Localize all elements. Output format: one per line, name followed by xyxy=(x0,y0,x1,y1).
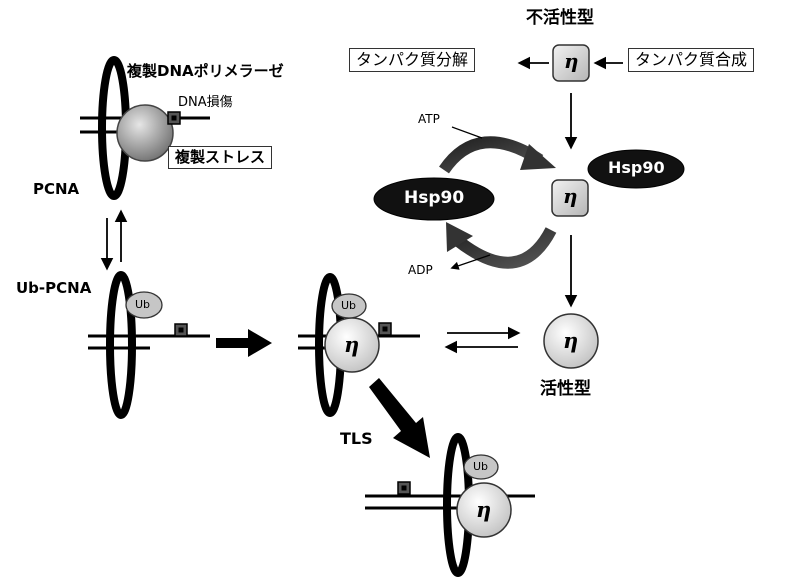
dna-lesion-core xyxy=(178,327,184,333)
tls-complex xyxy=(365,433,535,577)
dna-lesion-core xyxy=(171,115,177,121)
dna-lesion-core xyxy=(382,326,388,332)
adp-output-arrow xyxy=(450,254,491,270)
inactive-form-label: 不活性型 xyxy=(526,8,594,28)
eta-label-center: η xyxy=(344,332,360,357)
pol-eta-circle xyxy=(456,482,512,538)
tls-label: TLS xyxy=(340,429,373,448)
ub-pcna-complex xyxy=(88,271,210,419)
eta-label-active: η xyxy=(563,328,579,353)
hsp90-label-right: Hsp90 xyxy=(608,158,665,177)
ub-label-center: Ub xyxy=(341,299,357,312)
ub-label-bottom: Ub xyxy=(473,460,489,473)
adp-cycle-arrowhead xyxy=(446,222,473,252)
protein-synthesis-box: タンパク質合成 xyxy=(628,48,755,72)
hsp90-label-left: Hsp90 xyxy=(404,188,465,208)
atp-cycle-arrowhead xyxy=(520,144,556,170)
active-form-label: 活性型 xyxy=(540,379,591,399)
replication-stress-box: 複製ストレス xyxy=(168,146,273,169)
pcna-ring xyxy=(106,271,136,419)
protein-degradation-box: タンパク質分解 xyxy=(349,48,476,72)
ubiquitin-tag xyxy=(331,293,367,319)
ub-pcna-eta-complex xyxy=(298,273,420,417)
hsp90-oval xyxy=(373,177,495,221)
hsp90-bound-eta-box xyxy=(551,179,589,217)
adp-label: ADP xyxy=(408,263,433,277)
adp-cycle-arrow xyxy=(453,227,557,269)
replicative-polymerase-ball xyxy=(116,104,174,162)
ub-pcna-label: Ub-PCNA xyxy=(16,279,92,297)
tls-arrow xyxy=(369,378,430,458)
replicative-polymerase-label: 複製DNAポリメラーゼ xyxy=(127,62,284,80)
dna-damage-label: DNA損傷 xyxy=(178,95,233,110)
ubiquitin-tag xyxy=(463,454,499,480)
dna-lesion-core xyxy=(401,485,407,491)
ubiquitin-tag xyxy=(125,291,163,319)
pcna-label: PCNA xyxy=(33,180,80,198)
atp-label: ATP xyxy=(418,112,440,126)
replication-fork-complex xyxy=(80,56,210,200)
eta-label-inactive: η xyxy=(564,49,579,73)
inactive-eta-box xyxy=(552,44,590,82)
recruitment-arrow xyxy=(216,329,272,357)
eta-label-hsp90-bound: η xyxy=(563,184,578,208)
hsp90-oval xyxy=(587,149,685,189)
active-eta-circle xyxy=(543,313,599,369)
eta-label-bottom: η xyxy=(476,497,492,522)
ub-label-left: Ub xyxy=(135,298,151,311)
atp-input-arrow xyxy=(451,126,483,139)
